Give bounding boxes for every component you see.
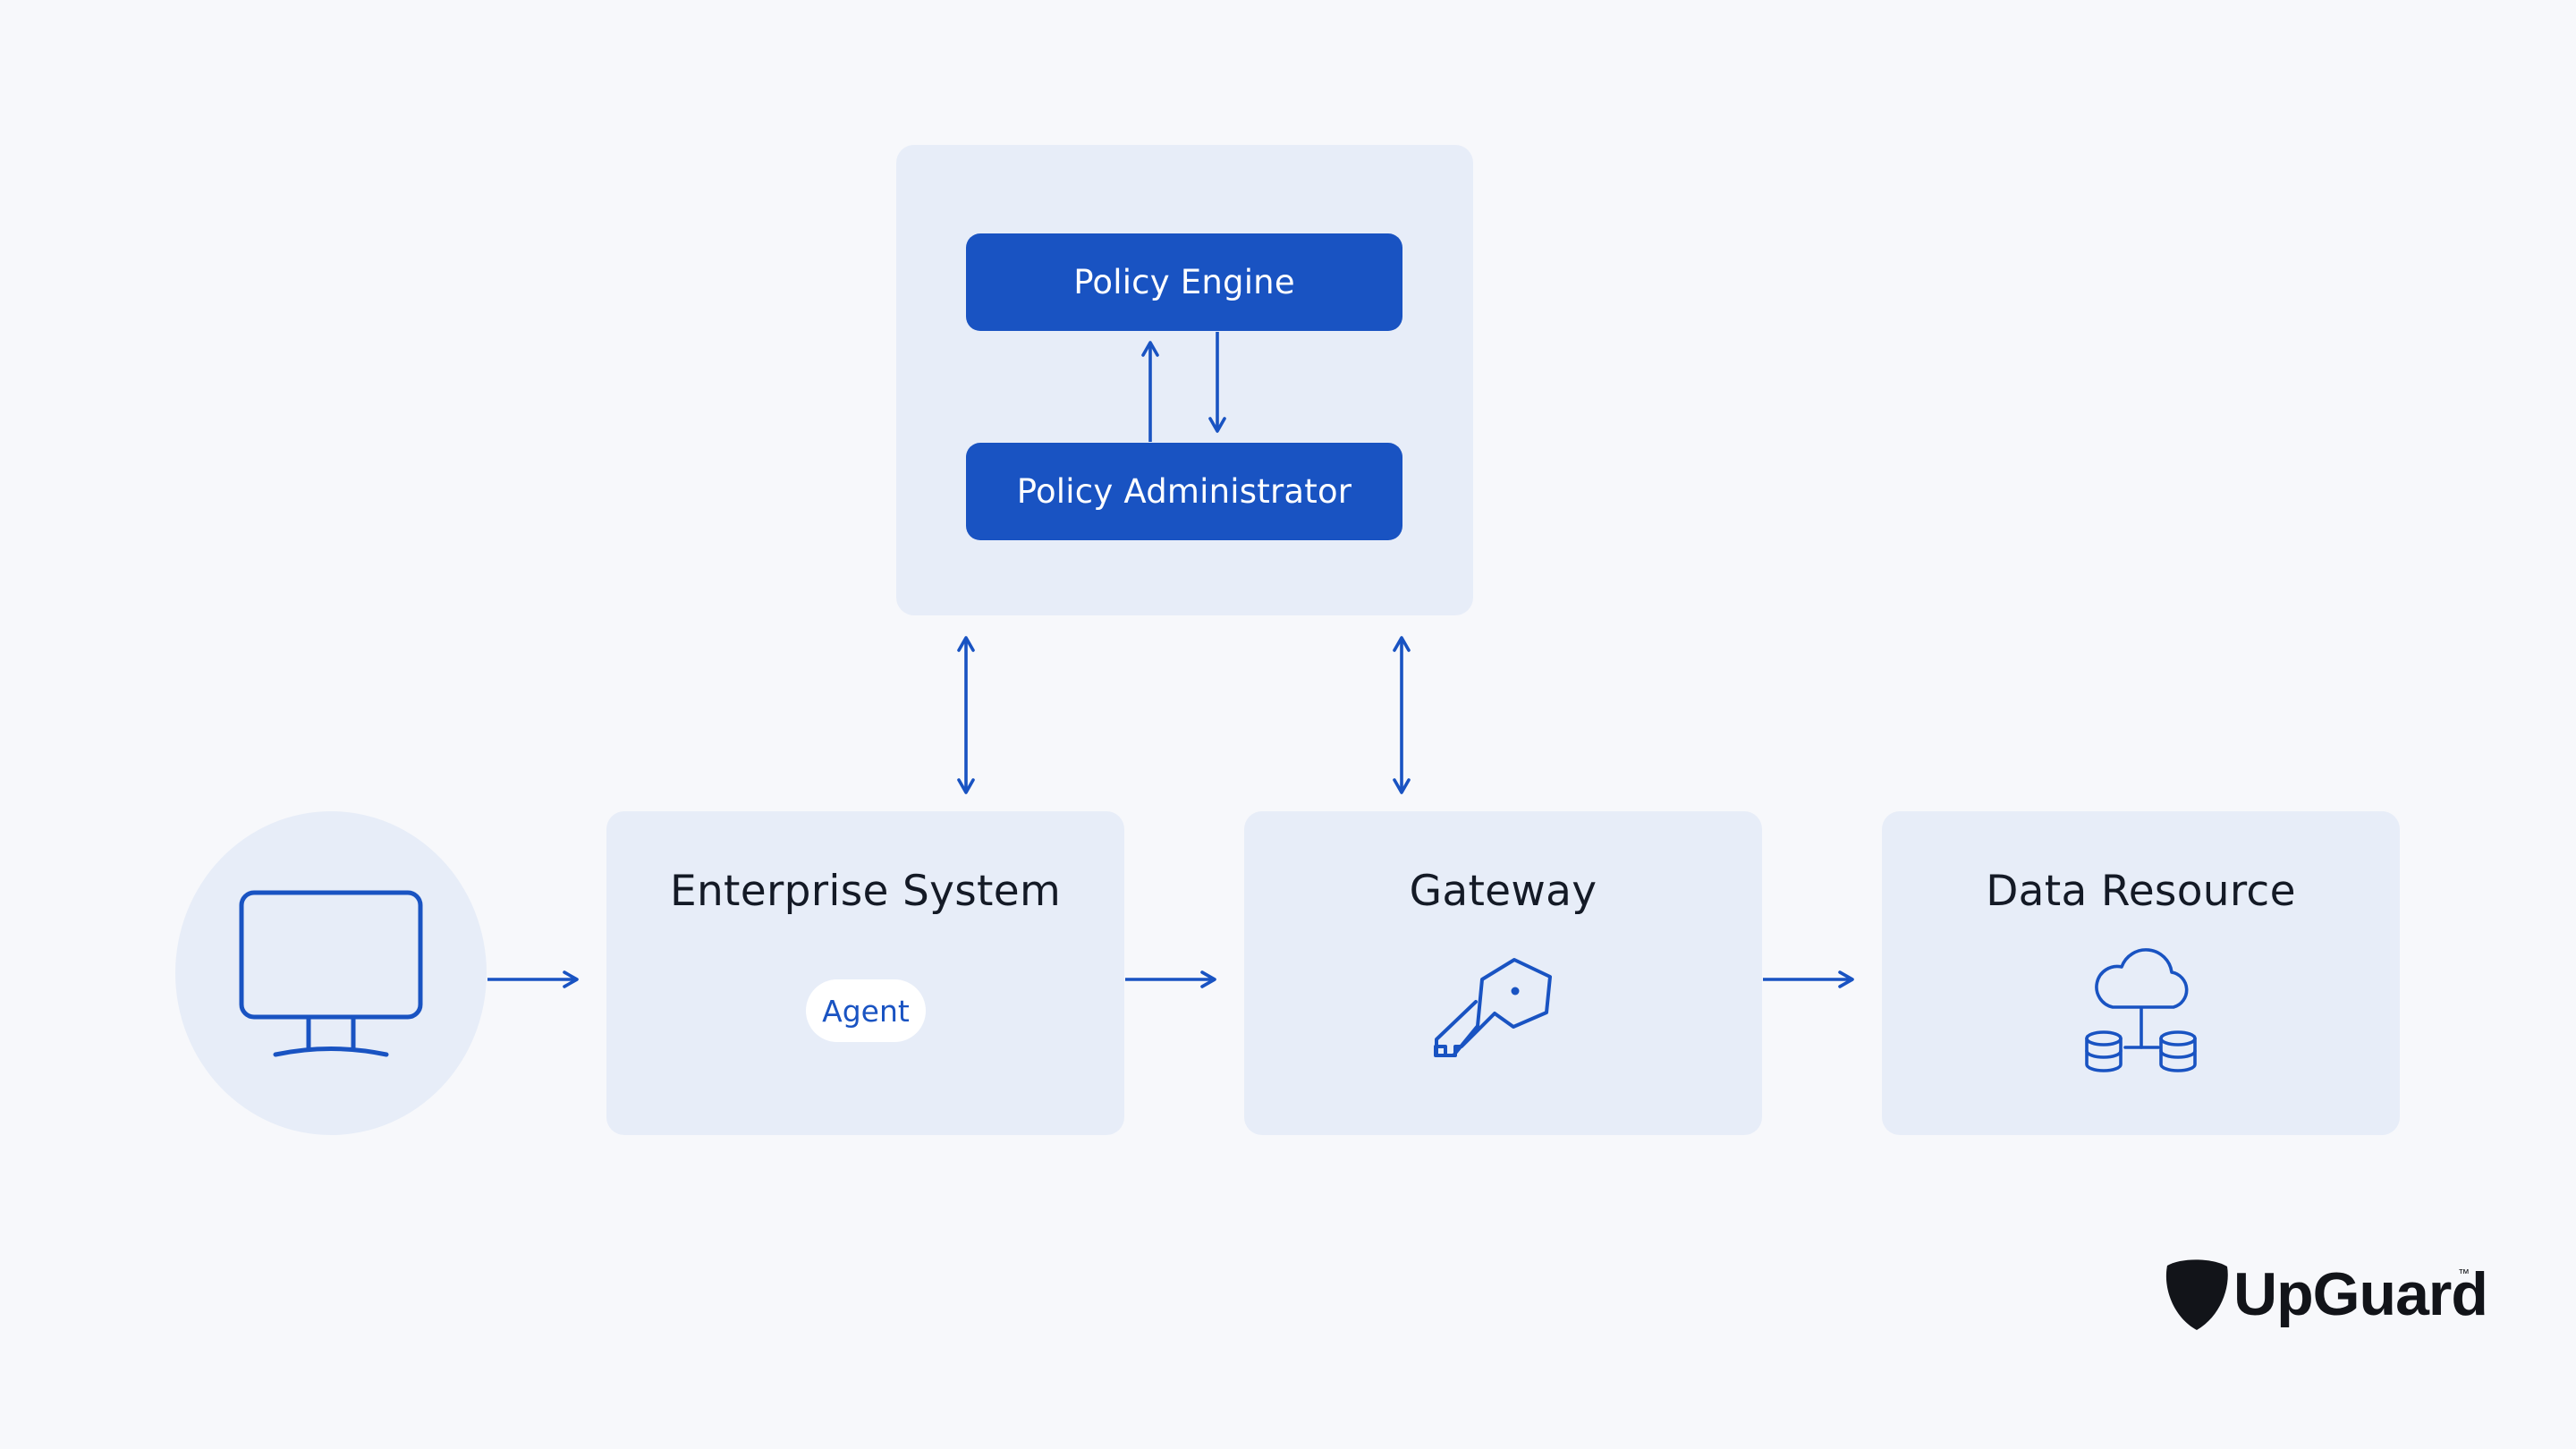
gateway-node: Gateway (1244, 811, 1762, 1135)
agent-badge: Agent (806, 979, 926, 1042)
policy-engine-box: Policy Engine (966, 233, 1402, 331)
policy-administrator-box: Policy Administrator (966, 443, 1402, 540)
policy-administrator-label: Policy Administrator (1016, 472, 1352, 511)
brand-name: UpGuard (2233, 1260, 2488, 1328)
gateway-title: Gateway (1409, 867, 1597, 916)
policy-engine-label: Policy Engine (1073, 263, 1295, 301)
enterprise-system-node: Enterprise System Agent (606, 811, 1124, 1135)
client-node (175, 811, 487, 1135)
upguard-pick-icon (2165, 1259, 2228, 1330)
data-resource-node: Data Resource (1882, 811, 2400, 1135)
key-icon (1434, 958, 1552, 1057)
brand-trademark: ™ (2458, 1267, 2470, 1280)
monitor-icon (239, 890, 423, 1057)
enterprise-system-title: Enterprise System (669, 867, 1062, 916)
cloud-database-icon (2085, 948, 2197, 1072)
data-resource-title: Data Resource (1986, 867, 2296, 916)
